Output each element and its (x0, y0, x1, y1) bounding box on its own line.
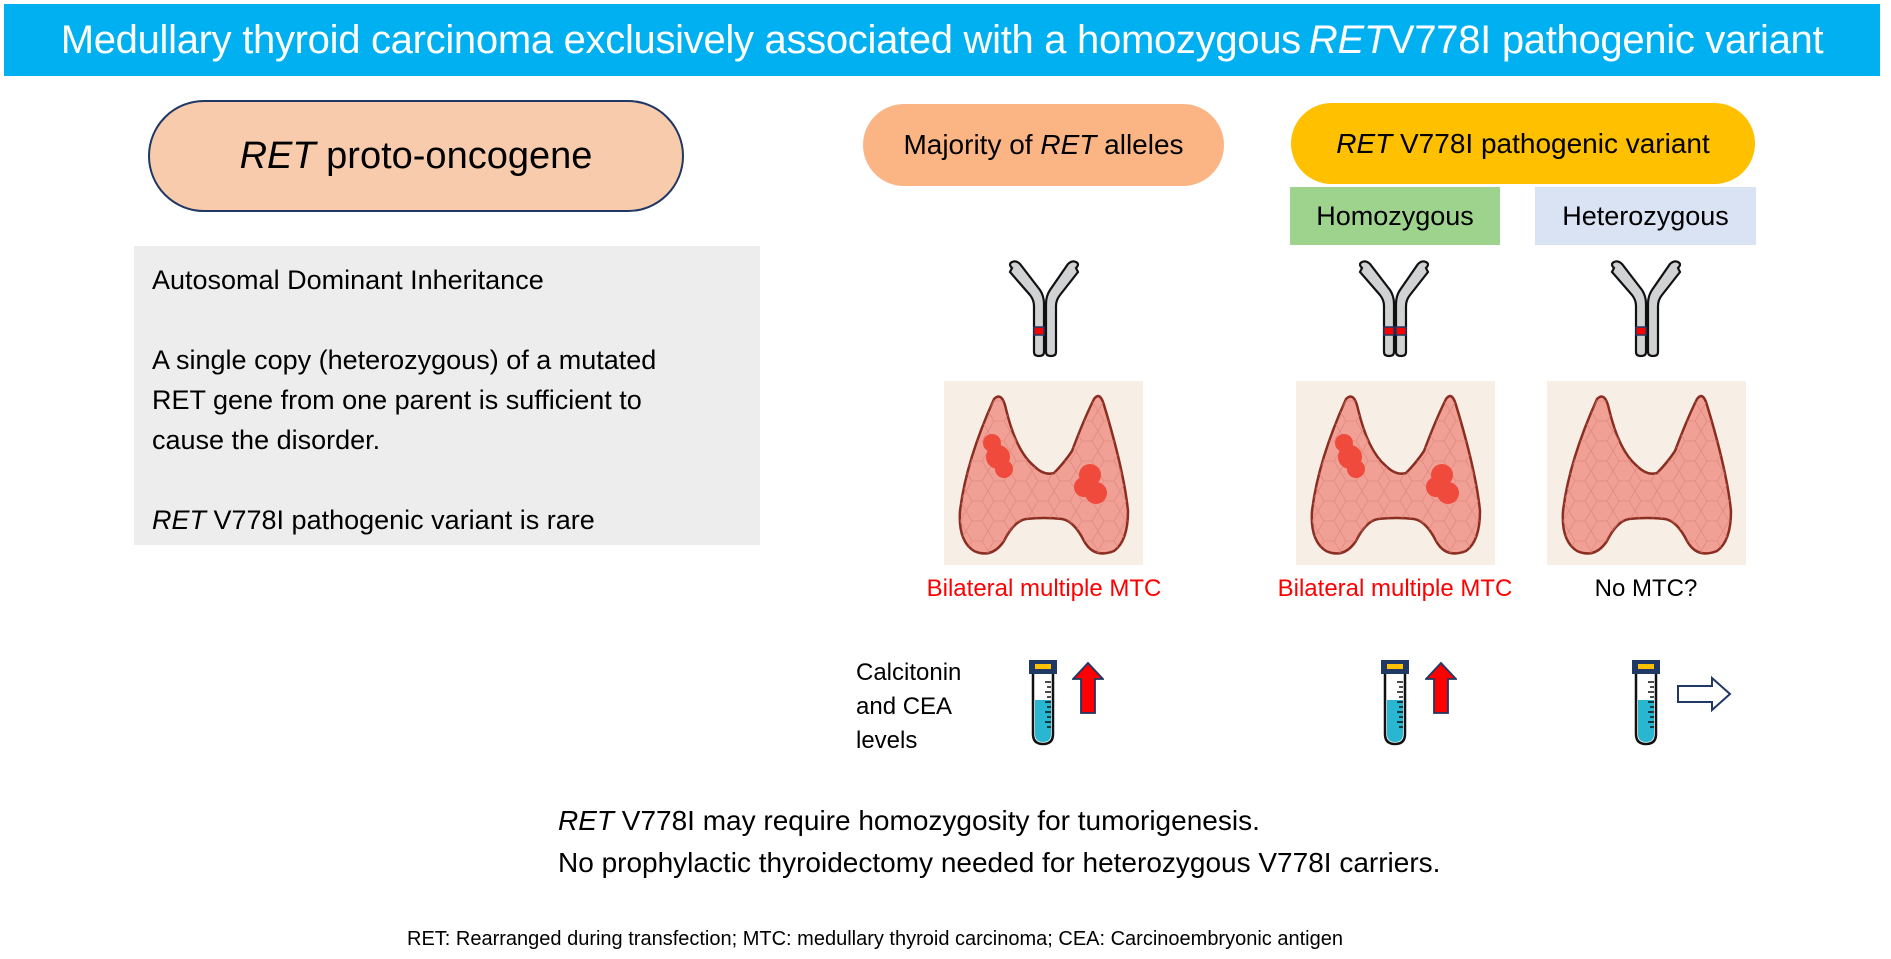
chromosome-pair-icon (1610, 260, 1682, 358)
conclusion-text-1: V778I may require homozygosity for tumor… (614, 805, 1260, 836)
info-line: A single copy (heterozygous) of a mutate… (152, 345, 657, 375)
oncogene-pill: RET proto-oncogene (148, 100, 684, 212)
mtc-label: No MTC? (1594, 575, 1698, 602)
test-tube-icon (1630, 658, 1662, 746)
up-arrow-icon (1072, 662, 1104, 714)
homozygous-label: Homozygous (1316, 200, 1474, 231)
oncogene-text: proto-oncogene (315, 134, 593, 177)
info-line: RET gene from one parent is sufficient t… (152, 385, 642, 415)
thyroid-normal-icon (1561, 394, 1733, 555)
variant-italic: RET (1336, 127, 1393, 159)
chromosome-pair-icon (1358, 260, 1430, 358)
info-line: Autosomal Dominant Inheritance (152, 265, 544, 295)
test-tube-icon (1027, 658, 1059, 746)
homozygous-label-box: Homozygous (1290, 187, 1500, 245)
test-tube-icon (1379, 658, 1411, 746)
calc-line: levels (856, 727, 918, 754)
title-suffix: V778I pathogenic variant (1387, 17, 1824, 62)
conclusion-text: RET V778I may require homozygosity for t… (558, 800, 1440, 884)
thyroid-image (1547, 381, 1746, 565)
title-italic: RET (1308, 17, 1388, 62)
majority-italic: RET (1040, 129, 1097, 160)
calc-line: and CEA (856, 693, 953, 720)
up-arrow-icon (1425, 662, 1457, 714)
mutation-band (1033, 326, 1045, 336)
mutation-band (1635, 326, 1647, 336)
majority-suffix: alleles (1096, 129, 1184, 160)
calcitonin-cea-label: Calcitonin and CEA levels (856, 656, 961, 758)
mutation-band (1395, 326, 1407, 336)
mtc-label: Bilateral multiple MTC (926, 575, 1162, 602)
oncogene-italic: RET (239, 134, 316, 177)
chromosome-pair-icon (1008, 260, 1080, 358)
conclusion-line: RET V778I may require homozygosity for t… (558, 800, 1440, 842)
heterozygous-label-box: Heterozygous (1535, 187, 1756, 245)
info-text: V778I pathogenic variant is rare (206, 505, 595, 535)
majority-prefix: Majority of (903, 129, 1041, 160)
conclusion-italic: RET (558, 805, 614, 836)
calc-line: Calcitonin (856, 659, 962, 686)
info-line: RET V778I pathogenic variant is rare (152, 500, 742, 540)
variant-text: V778I pathogenic variant (1392, 127, 1710, 159)
inheritance-info-box: Autosomal Dominant Inheritance A single … (134, 246, 760, 545)
abbreviations-footnote: RET: Rearranged during transfection; MTC… (407, 928, 1343, 950)
mtc-label: Bilateral multiple MTC (1277, 575, 1513, 602)
info-line: cause the disorder. (152, 425, 381, 455)
conclusion-line: No prophylactic thyroidectomy needed for… (558, 847, 1441, 878)
thyroid-with-tumors-icon (958, 394, 1130, 555)
title-prefix: Medullary thyroid carcinoma exclusively … (60, 17, 1301, 62)
thyroid-with-tumors-icon (1310, 394, 1482, 555)
thyroid-image (1296, 381, 1495, 565)
thyroid-image (944, 381, 1143, 565)
info-italic: RET (152, 505, 206, 535)
mutation-band (1383, 326, 1395, 336)
right-arrow-icon (1677, 676, 1732, 712)
majority-alleles-pill: Majority of RET alleles (863, 104, 1224, 186)
variant-pill: RET V778I pathogenic variant (1291, 103, 1755, 184)
title-banner: Medullary thyroid carcinoma exclusively … (4, 4, 1880, 76)
heterozygous-label: Heterozygous (1562, 200, 1729, 231)
